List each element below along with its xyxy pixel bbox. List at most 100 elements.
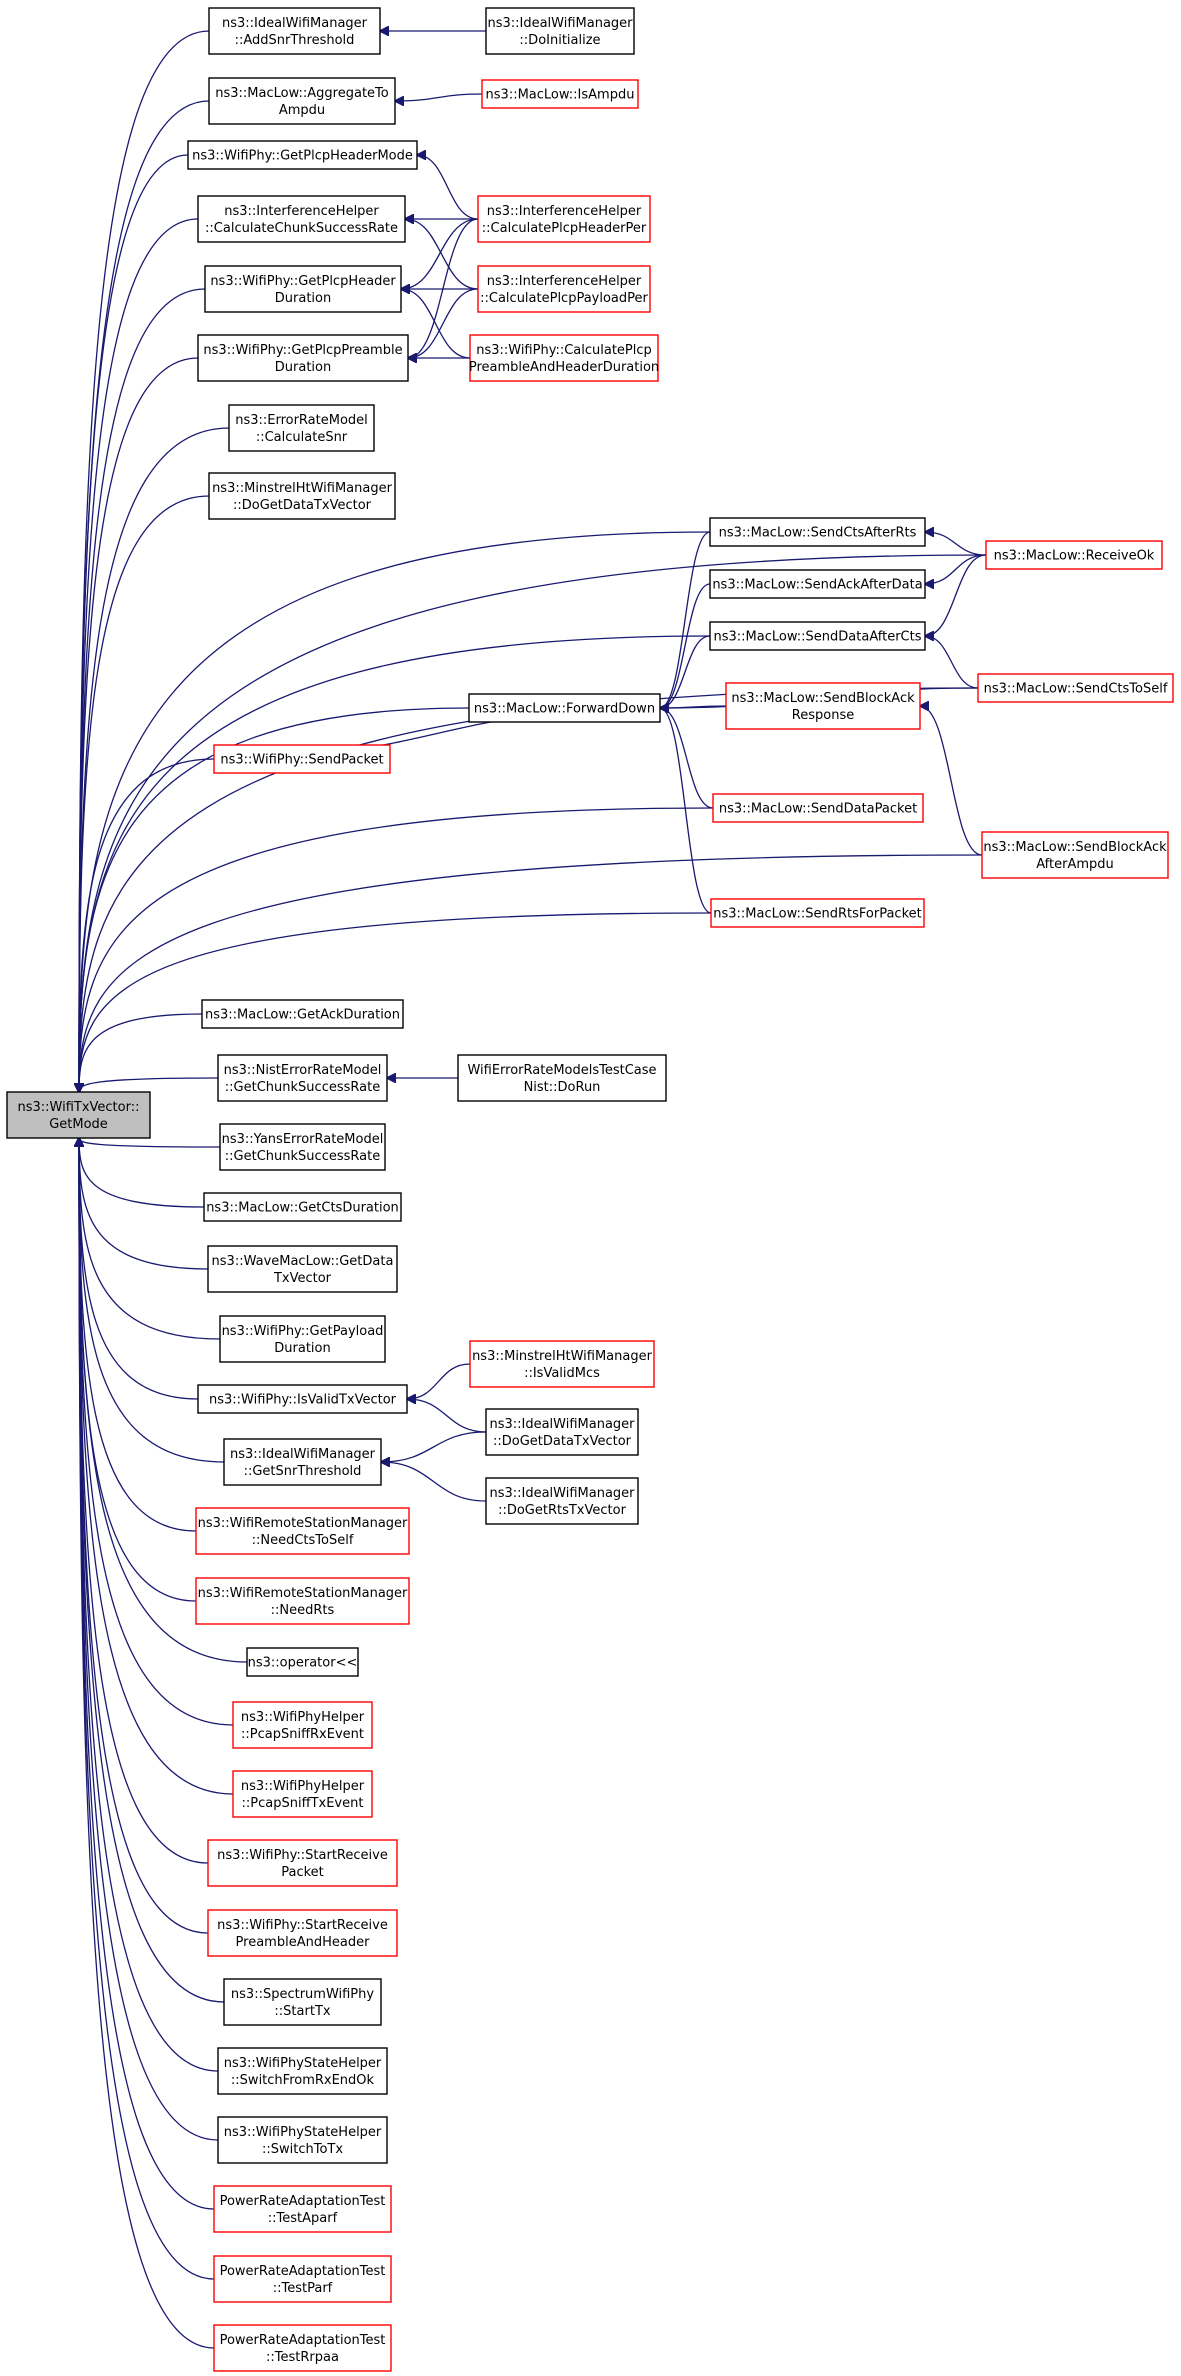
node-a13[interactable]: ns3::MacLow::GetCtsDuration	[203, 1192, 402, 1222]
node-label: ns3::operator<<	[248, 1656, 358, 1671]
node-b8[interactable]: ns3::MacLow::SendDataAfterCts	[709, 621, 926, 651]
node-b10[interactable]: ns3::MacLow::SendDataPacket	[712, 793, 924, 823]
node-a9[interactable]: ns3::WifiPhy::SendPacket	[213, 744, 391, 774]
node-a11[interactable]: ns3::NistErrorRateModel::GetChunkSuccess…	[217, 1054, 388, 1102]
node-box	[217, 1054, 388, 1102]
node-a7[interactable]: ns3::ErrorRateModel::CalculateSnr	[228, 404, 375, 452]
node-b5[interactable]: ns3::WifiPhy::CalculatePlcpPreambleAndHe…	[469, 334, 659, 382]
node-b3[interactable]: ns3::InterferenceHelper::CalculatePlcpHe…	[477, 195, 651, 243]
node-box	[712, 793, 924, 823]
node-a12[interactable]: ns3::YansErrorRateModel::GetChunkSuccess…	[219, 1123, 386, 1171]
node-label: ::PcapSniffTxEvent	[242, 1796, 364, 1811]
node-b1[interactable]: ns3::IdealWifiManager::DoInitialize	[485, 7, 635, 55]
call-edge-b10-to-fwd	[660, 708, 714, 809]
call-edge-a15-to-root	[79, 1138, 221, 1340]
node-label: ns3::MacLow::SendDataPacket	[719, 802, 917, 817]
node-label: ::NeedCtsToSelf	[252, 1533, 354, 1548]
node-label: ns3::IdealWifiManager	[489, 1486, 635, 1501]
call-edge-b5-to-a5	[401, 289, 471, 359]
node-label: ::TestParf	[273, 2281, 333, 2296]
node-label: ::GetChunkSuccessRate	[225, 1149, 380, 1164]
node-b4[interactable]: ns3::InterferenceHelper::CalculatePlcpPa…	[477, 265, 651, 313]
node-a29[interactable]: PowerRateAdaptationTest::TestParf	[213, 2255, 392, 2303]
call-edge-b15-to-a17	[381, 1462, 487, 1502]
node-b2[interactable]: ns3::MacLow::IsAmpdu	[481, 79, 639, 109]
node-a26[interactable]: ns3::WifiPhyStateHelper::SwitchFromRxEnd…	[217, 2047, 388, 2095]
node-label: ns3::MacLow::SendCtsToSelf	[984, 682, 1168, 697]
node-a14[interactable]: ns3::WaveMacLow::GetDataTxVector	[207, 1245, 398, 1293]
node-box	[725, 682, 921, 730]
node-label: PowerRateAdaptationTest	[220, 2194, 386, 2209]
node-a19[interactable]: ns3::WifiRemoteStationManager::NeedRts	[195, 1577, 410, 1625]
node-label: PowerRateAdaptationTest	[220, 2264, 386, 2279]
node-a8[interactable]: ns3::MinstrelHtWifiManager::DoGetDataTxV…	[208, 472, 396, 520]
node-a18[interactable]: ns3::WifiRemoteStationManager::NeedCtsTo…	[195, 1507, 410, 1555]
call-edge-a10-to-root	[79, 1013, 203, 1092]
node-root[interactable]: ns3::WifiTxVector::GetMode	[6, 1091, 151, 1139]
call-edge-b3-to-a3	[417, 155, 479, 220]
node-c2[interactable]: ns3::MacLow::SendCtsToSelf	[977, 673, 1174, 703]
node-a27[interactable]: ns3::WifiPhyStateHelper::SwitchToTx	[217, 2116, 388, 2164]
node-a4[interactable]: ns3::InterferenceHelper::CalculateChunkS…	[197, 195, 406, 243]
node-b13[interactable]: ns3::MinstrelHtWifiManager::IsValidMcs	[469, 1340, 655, 1388]
node-label: ns3::MacLow::GetAckDuration	[205, 1008, 400, 1023]
node-label: ns3::MacLow::SendAckAfterData	[712, 578, 922, 593]
call-edge-a21-to-root	[79, 1138, 234, 1726]
node-box	[977, 673, 1174, 703]
call-edge-a2-to-root	[79, 100, 210, 1092]
node-a28[interactable]: PowerRateAdaptationTest::TestAparf	[213, 2185, 392, 2233]
node-a16[interactable]: ns3::WifiPhy::IsValidTxVector	[197, 1384, 408, 1414]
node-a30[interactable]: PowerRateAdaptationTest::TestRrpaa	[213, 2324, 392, 2372]
call-edge-b7-to-fwd	[660, 583, 711, 708]
node-b7[interactable]: ns3::MacLow::SendAckAfterData	[709, 569, 926, 599]
node-box	[219, 1123, 386, 1171]
node-a10[interactable]: ns3::MacLow::GetAckDuration	[201, 999, 404, 1029]
node-label: ns3::WifiPhyStateHelper	[224, 2056, 382, 2071]
node-label: ns3::WifiPhy::GetPlcpHeaderMode	[192, 149, 413, 164]
node-b6[interactable]: ns3::MacLow::SendCtsAfterRts	[709, 517, 926, 547]
node-label: ns3::InterferenceHelper	[224, 204, 379, 219]
node-fwd[interactable]: ns3::MacLow::ForwardDown	[468, 693, 661, 723]
node-box	[204, 265, 402, 313]
node-label: ns3::MacLow::IsAmpdu	[486, 88, 635, 103]
node-label: Nist::DoRun	[524, 1080, 601, 1095]
node-label: ::SwitchToTx	[262, 2142, 343, 2157]
node-c1[interactable]: ns3::MacLow::ReceiveOk	[985, 540, 1163, 570]
call-edge-b14-to-a16	[407, 1399, 487, 1433]
node-a3[interactable]: ns3::WifiPhy::GetPlcpHeaderMode	[187, 140, 418, 170]
node-label: AfterAmpdu	[1036, 857, 1114, 872]
node-b11[interactable]: ns3::MacLow::SendRtsForPacket	[710, 898, 925, 928]
call-edge-c3-to-root	[79, 854, 983, 1092]
node-a21[interactable]: ns3::WifiPhyHelper::PcapSniffRxEvent	[232, 1701, 373, 1749]
node-a17[interactable]: ns3::IdealWifiManager::GetSnrThreshold	[223, 1438, 382, 1486]
node-label: ::GetChunkSuccessRate	[225, 1080, 380, 1095]
node-a22[interactable]: ns3::WifiPhyHelper::PcapSniffTxEvent	[232, 1770, 373, 1818]
node-label: TxVector	[273, 1271, 332, 1286]
node-b15[interactable]: ns3::IdealWifiManager::DoGetRtsTxVector	[485, 1477, 639, 1525]
node-box	[201, 999, 404, 1029]
node-a1[interactable]: ns3::IdealWifiManager::AddSnrThreshold	[208, 7, 381, 55]
node-a20[interactable]: ns3::operator<<	[246, 1647, 359, 1677]
edges-layer	[79, 31, 987, 2349]
node-box	[223, 1978, 382, 2026]
node-box	[709, 621, 926, 651]
node-b14[interactable]: ns3::IdealWifiManager::DoGetDataTxVector	[485, 1408, 639, 1456]
node-label: ::AddSnrThreshold	[235, 33, 355, 48]
call-edge-b11-to-fwd	[660, 708, 712, 914]
node-label: ns3::MacLow::SendBlockAck	[983, 840, 1167, 855]
node-a25[interactable]: ns3::SpectrumWifiPhy::StartTx	[223, 1978, 382, 2026]
node-box	[481, 79, 639, 109]
node-box	[246, 1647, 359, 1677]
node-box	[213, 2255, 392, 2303]
node-a24[interactable]: ns3::WifiPhy::StartReceivePreambleAndHea…	[207, 1909, 398, 1957]
node-label: ns3::WifiPhy::SendPacket	[220, 753, 383, 768]
call-edge-c2-to-b8	[925, 636, 979, 689]
